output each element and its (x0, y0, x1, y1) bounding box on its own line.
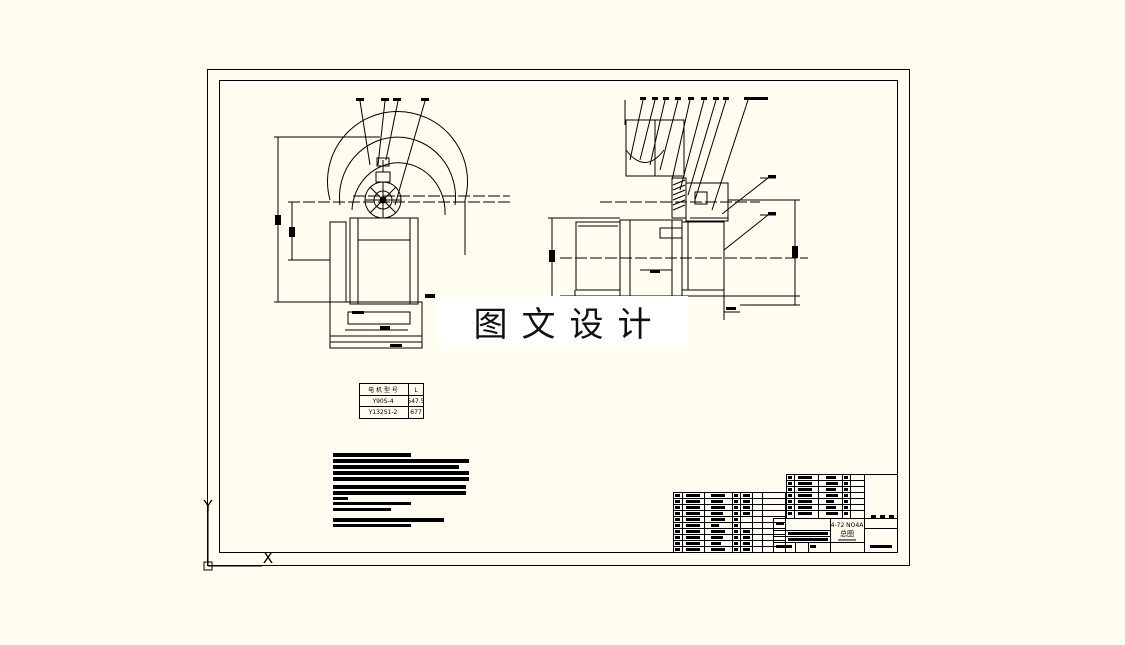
parts-list-upper-entries (788, 476, 894, 518)
parts-list-entries (675, 494, 750, 551)
side-dimension-marks (549, 97, 798, 310)
inner-frame (219, 80, 898, 553)
outer-frame (207, 69, 910, 566)
motor-table-header-model: 电 机 型 号 (368, 386, 398, 394)
motor-table-cell: Y90S-4 (371, 398, 393, 405)
drawing-subtitle: 总图 (840, 529, 854, 538)
watermark: 图文设计 (437, 296, 688, 346)
motor-table: 电 机 型 号 L Y90S-4 547.5 Y132S1-2 677 (359, 383, 425, 419)
parts-list-upper (786, 474, 898, 519)
ucs-icon (203, 505, 262, 571)
side-hatch (672, 179, 686, 211)
side-view (548, 99, 808, 320)
ucs-x-label: X (263, 549, 273, 567)
title-block (773, 518, 898, 553)
motor-table-cell: 677 (410, 409, 422, 416)
parts-list (673, 492, 786, 553)
motor-table-cell: Y132S1-2 (368, 409, 398, 416)
title-block-entries (776, 522, 892, 548)
motor-table-cell: 547.5 (407, 398, 424, 405)
motor-table-header-l: L (414, 387, 418, 394)
ucs-y-label: Y (202, 497, 213, 515)
drawing-name: 4-72 NO4A (831, 522, 865, 529)
watermark-text: 图文设计 (473, 304, 666, 345)
front-dimension-marks (275, 98, 435, 347)
technical-notes (333, 453, 469, 527)
front-view (274, 100, 510, 349)
